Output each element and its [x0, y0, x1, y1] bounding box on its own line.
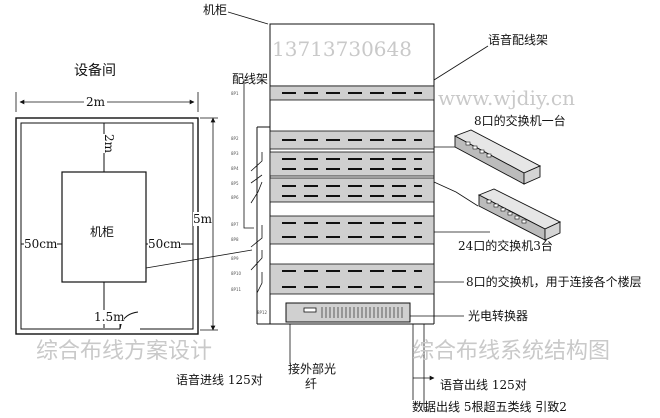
bottom-clearance-label: 1.5m	[94, 310, 125, 324]
patch-panel	[269, 215, 435, 245]
right-clearance-label: 50cm	[148, 237, 182, 251]
room-height-label: 5m	[193, 212, 213, 226]
patch-panel	[269, 177, 435, 203]
switch-8-port-label: 8口的交换机一台	[474, 114, 566, 128]
cabinet-label: 机柜	[203, 3, 228, 17]
url-watermark: www.wjdiy.cn	[438, 86, 575, 110]
port-label-10: 8P10	[231, 271, 242, 276]
cable-lines	[243, 79, 263, 294]
left-clearance-label: 50cm	[24, 237, 58, 251]
port-label-2: 8P2	[231, 136, 239, 141]
converter-box	[285, 302, 411, 323]
equipment-room	[15, 92, 218, 335]
port-label-4: 8P4	[231, 166, 239, 171]
voice-patch-panel-label: 语音配线架	[488, 33, 549, 47]
patch-panel-label: 配线架	[232, 72, 269, 86]
port-label-5: 8P5	[231, 181, 239, 186]
port-label-11: 8P11	[231, 287, 242, 292]
equipment-room-title: 设备间	[74, 63, 116, 79]
room-width-label: 2m	[84, 95, 108, 109]
watermark-right: 综合布线系统结构图	[412, 339, 611, 364]
fiber-label-line2: 纤	[305, 377, 318, 391]
data-out-label: 数据出线 5根超五类线 引致2	[412, 400, 567, 414]
leader-lines	[227, 11, 490, 411]
port-label-6: 8P6	[231, 195, 239, 200]
phone-watermark: 13713730648	[272, 37, 412, 61]
voice-out-label: 语音出线 125对	[440, 378, 527, 392]
port-label-12: 8P12	[257, 310, 268, 315]
patch-panel	[269, 263, 435, 295]
switch-8-port-floors-label: 8口的交换机，用于连接各个楼层	[466, 275, 642, 289]
port-label-7: 8P7	[231, 222, 239, 227]
fiber-label-line1: 接外部光	[288, 362, 337, 376]
patch-panel	[269, 151, 435, 177]
top-clearance-label: 2m	[102, 134, 116, 154]
port-label-8: 8P8	[231, 237, 239, 242]
port-label-1: 8P1	[231, 91, 239, 96]
switch-24-port-label: 24口的交换机3台	[458, 239, 553, 253]
cabinet-rack	[256, 23, 435, 325]
cabinet-in-room-label: 机柜	[90, 225, 115, 239]
switch-8-port-icon	[453, 129, 542, 185]
watermark-left: 综合布线方案设计	[36, 339, 213, 364]
voice-in-label: 语音进线 125对	[176, 373, 263, 387]
switch-24-port-icon	[477, 188, 562, 241]
port-label-3: 8P3	[231, 151, 239, 156]
converter-label: 光电转换器	[468, 309, 529, 323]
port-label-9: 8P9	[231, 256, 239, 261]
